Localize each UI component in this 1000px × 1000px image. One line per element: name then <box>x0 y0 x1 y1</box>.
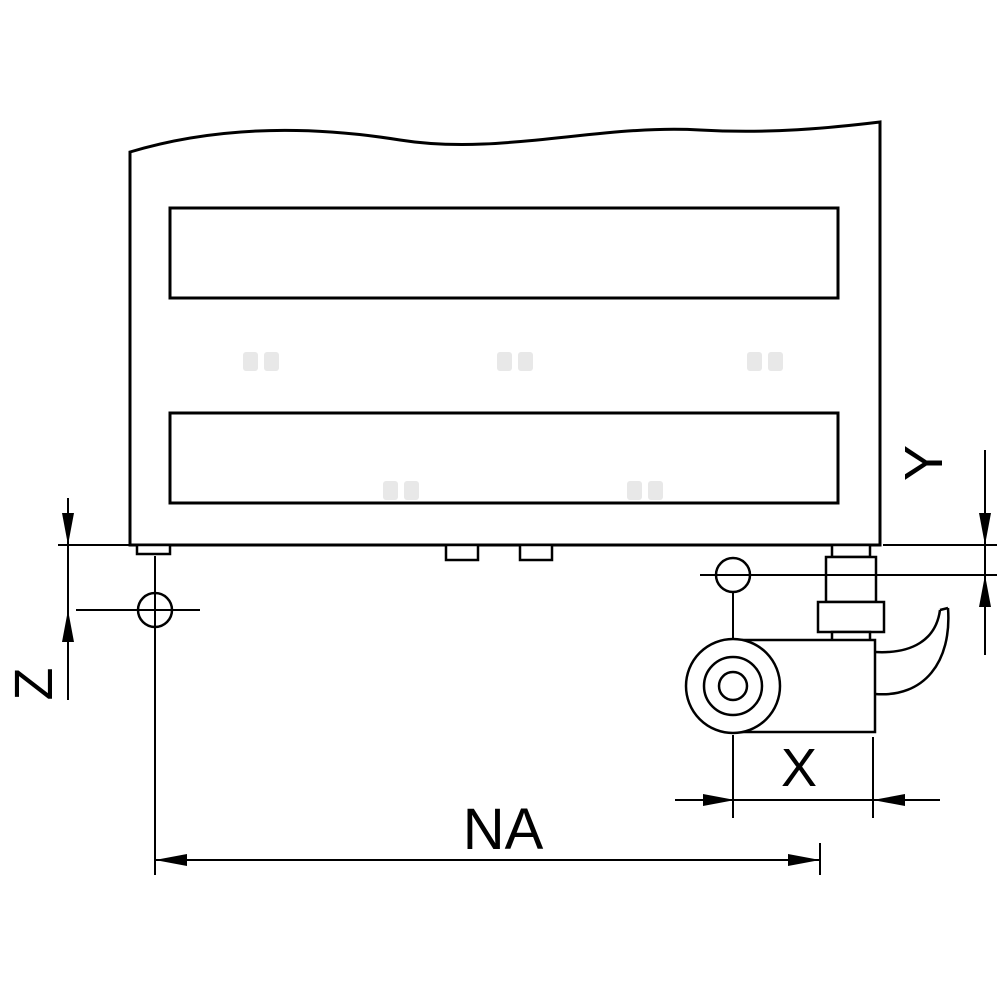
mounting-tab-1 <box>444 543 480 562</box>
upper-slot <box>168 206 840 300</box>
radiator-body <box>128 120 882 547</box>
na-arrow-left <box>155 854 187 866</box>
x-arrow-right <box>703 794 735 806</box>
valve-assembly <box>684 543 950 735</box>
watermark-dot <box>243 352 258 371</box>
watermark-dot <box>648 481 663 500</box>
watermark-dot <box>383 481 398 500</box>
watermark-dot <box>404 481 419 500</box>
watermark-dots <box>243 352 783 500</box>
watermark-dot <box>768 352 783 371</box>
dimension-label-x: X <box>781 738 817 798</box>
dimension-label-y: Y <box>894 445 954 481</box>
dimension-z: Z <box>4 498 200 875</box>
z-arrow-up <box>62 610 74 642</box>
watermark-dot <box>497 352 512 371</box>
left-foot <box>135 543 172 556</box>
valve-union-nut <box>816 600 886 634</box>
valve-knob-inner <box>717 670 749 702</box>
valve-stub <box>830 543 872 559</box>
z-arrow-down <box>62 513 74 545</box>
na-arrow-right <box>788 854 820 866</box>
mounting-tab-2 <box>518 543 554 562</box>
watermark-dot <box>264 352 279 371</box>
dimension-na: NA <box>155 797 821 875</box>
connection-pipe-end-cap <box>939 606 949 612</box>
dimension-x: X <box>675 592 940 818</box>
dimension-label-z: Z <box>4 668 64 701</box>
y-arrow-down <box>979 513 991 545</box>
watermark-dot <box>518 352 533 371</box>
x-arrow-left <box>873 794 905 806</box>
dimension-y: Y <box>700 445 997 655</box>
connection-pipe-outer-curve <box>874 609 942 654</box>
valve-body-upper <box>824 555 878 604</box>
connection-pipe-inner-curve <box>874 607 950 696</box>
dimension-label-na: NA <box>463 797 544 862</box>
lower-slot <box>168 411 840 505</box>
watermark-dot <box>627 481 642 500</box>
y-arrow-up <box>979 575 991 607</box>
watermark-dot <box>747 352 762 371</box>
